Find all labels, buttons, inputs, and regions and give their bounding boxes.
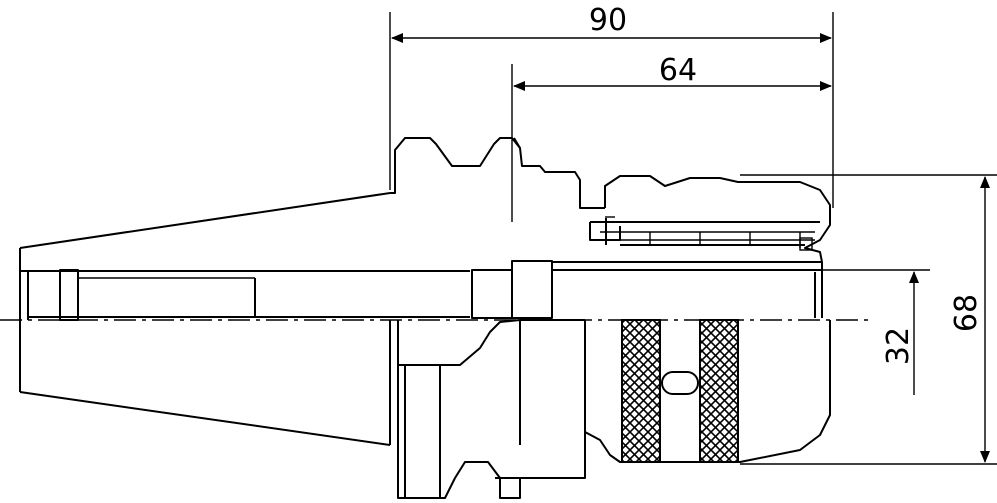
collet-nut-upper <box>589 175 831 263</box>
dim-label-clamping-diameter: 32 <box>881 327 916 365</box>
dim-label-nose-diameter: 68 <box>949 294 984 332</box>
bore-section <box>471 260 823 319</box>
dim-label-gauge-length: 64 <box>659 53 697 88</box>
taper-shank <box>19 192 470 446</box>
flange-upper <box>390 137 605 209</box>
extension-lines <box>389 12 997 465</box>
lower-outline <box>389 319 831 499</box>
knurled-grip <box>621 319 739 463</box>
dimension-lines <box>391 33 990 463</box>
dim-label-overall-length: 90 <box>589 3 627 38</box>
